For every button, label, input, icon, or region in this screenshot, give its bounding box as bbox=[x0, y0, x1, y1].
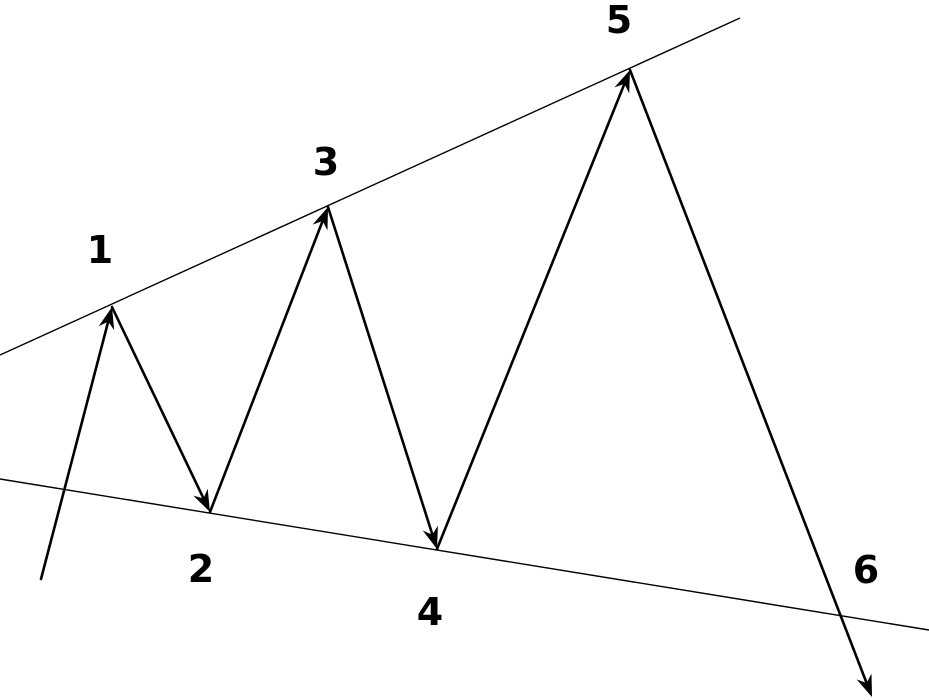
wave-segment-2-to-3-arrowhead bbox=[312, 207, 328, 231]
wave-segment-start-to-1-arrowhead bbox=[98, 307, 115, 331]
point-label-5: 5 bbox=[606, 0, 632, 42]
lower-trendline bbox=[0, 478, 929, 631]
wave-segment-5-to-6-arrowhead bbox=[856, 673, 872, 697]
wave-segment-start-to-1 bbox=[39, 320, 110, 581]
wave-segment-5-to-6 bbox=[628, 68, 868, 685]
point-label-1: 1 bbox=[87, 228, 113, 272]
wave-segment-4-to-5 bbox=[435, 82, 626, 551]
wave-segment-3-to-4-arrowhead bbox=[422, 525, 438, 549]
point-label-6: 6 bbox=[853, 548, 879, 592]
wave-segments bbox=[39, 68, 872, 697]
point-label-3: 3 bbox=[313, 140, 339, 184]
point-label-4: 4 bbox=[417, 590, 443, 634]
wave-segment-2-to-3 bbox=[208, 219, 324, 514]
point-label-2: 2 bbox=[188, 547, 214, 591]
wave-segment-1-to-2-arrowhead bbox=[193, 488, 210, 512]
wave-segment-1-to-2 bbox=[110, 305, 205, 500]
upper-trendline bbox=[0, 17, 741, 356]
wave-segment-4-to-5-arrowhead bbox=[614, 70, 630, 94]
wave-segment-3-to-4 bbox=[326, 205, 434, 537]
